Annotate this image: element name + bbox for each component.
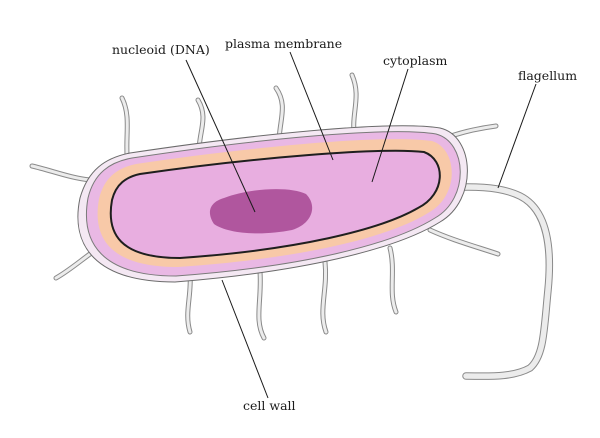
leader-lines xyxy=(185,51,537,399)
leader-line-cell-wall xyxy=(221,279,269,399)
leader-line-plasma-membrane xyxy=(289,51,334,161)
label-cytoplasm: cytoplasm xyxy=(383,53,448,68)
leader-line-flagellum xyxy=(497,83,537,189)
leader-line-nucleoid xyxy=(185,59,256,213)
label-plasma-membrane: plasma membrane xyxy=(225,36,343,51)
label-nucleoid: nucleoid (DNA) xyxy=(112,42,210,57)
label-flagellum: flagellum xyxy=(518,68,578,83)
nucleoid xyxy=(209,189,313,234)
label-cell-wall: cell wall xyxy=(243,398,296,413)
flagellum xyxy=(436,183,554,380)
leader-line-cytoplasm xyxy=(371,68,409,183)
